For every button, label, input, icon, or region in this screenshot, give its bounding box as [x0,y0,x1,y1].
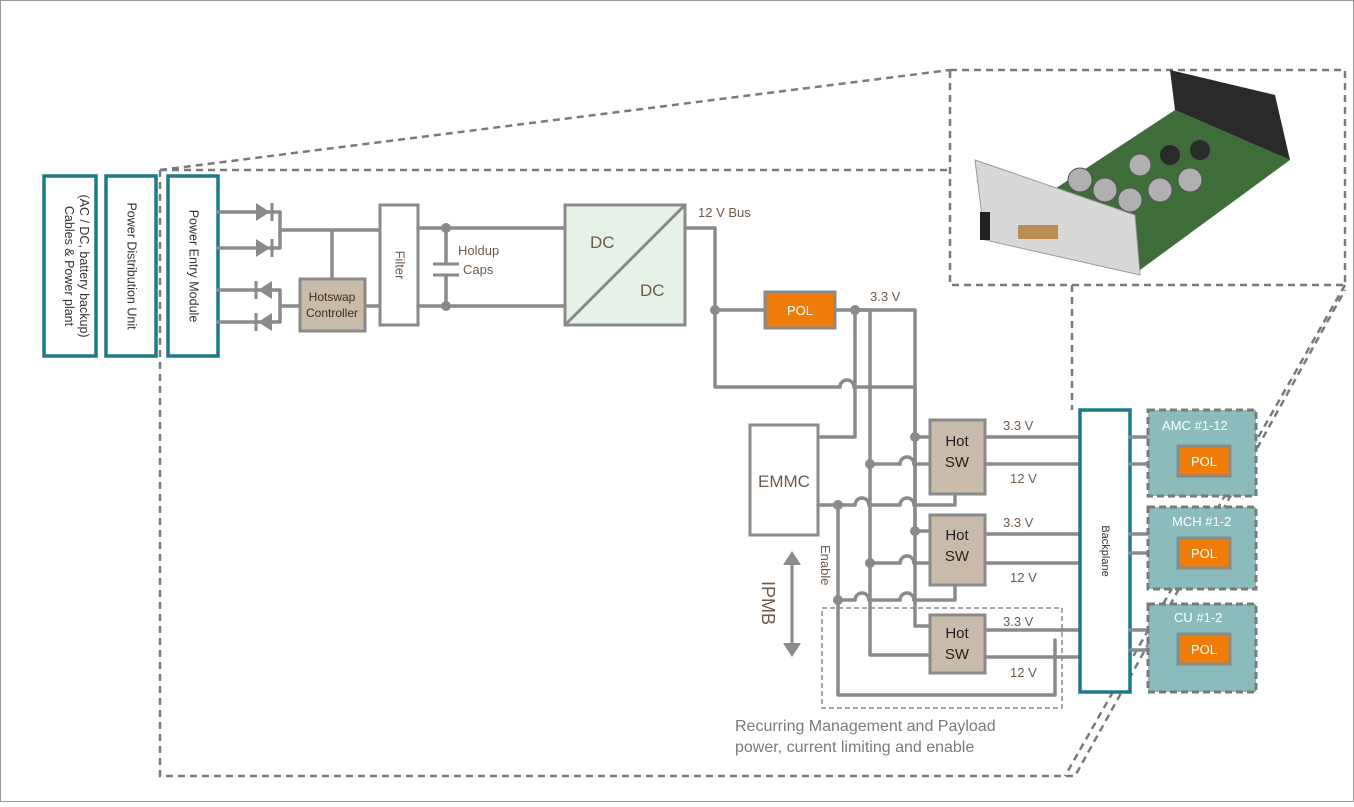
hotswap-label-line1: Hotswap [309,290,356,304]
hot-swap-outputs: 3.3 V 12 V 3.3 V 12 V 3.3 V 12 V [985,418,1080,680]
pol-label: POL [1191,546,1217,561]
v12-label: 12 V [1010,570,1037,585]
dc-output-label: DC [640,281,665,300]
rail-wiring [865,432,930,568]
recurring-label-line1: Recurring Management and Payload [735,718,996,735]
pol-label: POL [1191,642,1217,657]
mch-label: MCH #1-2 [1172,514,1231,529]
pem-label: Power Entry Module [187,210,201,323]
holdup-label-line2: Caps [463,262,494,277]
amc-label: AMC #1-12 [1162,418,1228,433]
hotswap-controller: Hotswap Controller [300,279,365,331]
diode-icon [258,281,272,299]
holdup-label-line1: Holdup [458,243,499,258]
bus-label: 12 V Bus [698,205,751,220]
hot-swap-2: Hot SW [930,515,985,585]
hot-label: Hot [945,433,969,450]
v33-label: 3.3 V [1003,515,1034,530]
payload-amc: AMC #1-12 POL [1130,410,1256,496]
power-distribution-unit: Power Distribution Unit [106,176,156,356]
v33-label: 3.3 V [1003,418,1034,433]
filter-block: Filter [380,205,418,325]
v33-label: 3.3 V [1003,614,1034,629]
hot-swap-3: Hot SW [930,615,985,673]
sw-label: SW [945,454,970,471]
pol-label: POL [787,303,813,318]
payload-cu: CU #1-2 POL [1130,604,1256,692]
hot-swap-1: Hot SW [930,420,985,494]
module-photo-picture [975,70,1290,275]
holdup-caps: Holdup Caps [418,223,565,311]
pol-label: POL [1191,454,1217,469]
cables-label-line2: (AC / DC, battery backup) [77,194,91,337]
dc-dc-converter: DC DC [565,205,685,325]
backplane: Backplane [1080,410,1130,692]
arrow-up-icon [783,551,801,565]
filter-label: Filter [393,251,408,281]
module-photo [950,70,1345,285]
sw-label: SW [945,646,970,663]
payload-mch: MCH #1-2 POL [1130,507,1256,589]
ipmb-label: IPMB [758,581,778,625]
hot-label: Hot [945,625,969,642]
cu-label: CU #1-2 [1174,610,1222,625]
emmc-label: EMMC [758,472,810,491]
enable-label: Enable [818,545,833,585]
diode-icon [258,313,272,331]
pdu-label: Power Distribution Unit [125,202,139,330]
cables-power-plant: Cables & Power plant (AC / DC, battery b… [44,176,96,356]
power-entry-module: Power Entry Module [168,176,218,356]
recurring-label-line2: power, current limiting and enable [735,739,974,756]
sw-label: SW [945,548,970,565]
diode-icon [256,239,270,257]
v12-label: 12 V [1010,471,1037,486]
ipmb-arrow: IPMB [758,551,801,657]
arrow-down-icon [783,643,801,657]
backplane-label: Backplane [1099,525,1111,576]
v12-label: 12 V [1010,665,1037,680]
diode-icon [256,203,270,221]
dc-input-label: DC [590,233,615,252]
hotswap-label-line2: Controller [306,306,358,320]
cables-label-line1: Cables & Power plant [62,206,76,327]
hot-label: Hot [945,527,969,544]
v33-out-label: 3.3 V [870,289,901,304]
